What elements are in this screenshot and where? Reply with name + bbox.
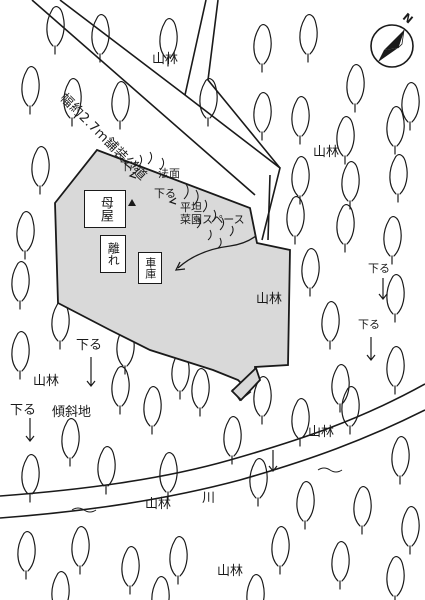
tree-icon	[71, 526, 90, 575]
driveway	[230, 366, 262, 402]
forest-label: 山林	[308, 425, 335, 440]
tree-icon	[336, 116, 355, 165]
road-edge-right	[59, 0, 281, 241]
tree-icon	[401, 82, 420, 131]
forest-label: 山林	[313, 145, 340, 160]
tree-icon	[21, 66, 40, 115]
tree-icon	[331, 541, 350, 590]
tree-icon	[51, 571, 70, 600]
down-label: 下る	[368, 262, 390, 275]
down-label: 下る	[76, 338, 103, 353]
tree-icon	[11, 331, 30, 380]
tree-icon	[336, 204, 355, 253]
tree-icon	[61, 418, 80, 467]
tree-icon	[299, 14, 318, 63]
road-edge-left	[31, 0, 256, 196]
forest-label: 山林	[217, 564, 244, 579]
sloped-land-label: 傾斜地	[52, 405, 92, 420]
tree-icon	[17, 531, 36, 580]
tree-icon	[341, 386, 360, 435]
tree-icon	[386, 346, 405, 395]
forest-label: 山林	[256, 292, 283, 307]
tree-icon	[253, 376, 272, 425]
tree-icon	[271, 526, 290, 575]
tree-icon	[291, 398, 310, 447]
tree-icon	[346, 64, 365, 113]
tree-icon	[321, 301, 340, 350]
entrance-arrow	[128, 199, 136, 206]
tree-icon	[191, 368, 210, 417]
garage: 車庫	[138, 252, 162, 284]
main-house: 母屋	[84, 190, 126, 228]
down-label: 下る	[10, 403, 37, 418]
tree-icon	[386, 274, 405, 323]
tree-icon	[169, 536, 188, 585]
tree-icon	[291, 96, 310, 145]
tree-icon	[199, 78, 218, 127]
tree-icon	[51, 301, 70, 350]
garden-boundary-curve	[177, 235, 257, 269]
tree-icon	[401, 506, 420, 555]
river-ripples	[71, 467, 343, 513]
tree-icon	[389, 154, 408, 203]
tree-icon	[16, 211, 35, 260]
tree-icon	[253, 92, 272, 141]
down-arrows	[25, 171, 388, 472]
forest-label: 山林	[145, 497, 172, 512]
tree-icon	[159, 18, 178, 67]
tree-icon	[46, 6, 65, 55]
river-edge-north	[0, 383, 425, 497]
tree-icon	[63, 78, 82, 127]
north-compass-icon	[370, 24, 414, 68]
garden-arrow	[174, 261, 186, 271]
tree-icon	[286, 196, 305, 245]
tree-icon	[151, 576, 170, 600]
tree-icon	[253, 24, 272, 73]
down-label: 下る	[358, 318, 380, 331]
tree-icon	[249, 458, 268, 507]
tree-icon	[246, 574, 265, 600]
flat-garden-label: 平坦 菜園スペース	[180, 201, 245, 226]
tree-icon	[296, 481, 315, 530]
tree-icon	[111, 81, 130, 130]
tree-icon	[291, 156, 310, 205]
forest-label: 山林	[152, 52, 179, 67]
tree-icon	[386, 556, 405, 600]
river-label: 川	[202, 491, 216, 506]
down-label: 下る	[120, 160, 142, 173]
tree-icon	[383, 216, 402, 265]
tree-icon	[386, 106, 405, 155]
tree-icon	[111, 366, 130, 415]
annex: 離れ	[100, 235, 126, 273]
tree-icon	[91, 14, 110, 63]
tree-icon	[331, 364, 350, 413]
tree-icon	[97, 446, 116, 495]
slope-hatching	[137, 151, 234, 249]
tree-icon	[31, 146, 50, 195]
river-edge-south	[0, 409, 425, 519]
road-east-branch	[184, 0, 281, 241]
tree-icon	[143, 386, 162, 435]
tree-icon	[11, 261, 30, 310]
tree-icon	[391, 436, 410, 485]
tree-icon	[21, 454, 40, 503]
forest-trees	[11, 6, 420, 600]
tree-icon	[341, 161, 360, 210]
slope-label: 法面	[158, 167, 180, 180]
tree-icon	[353, 486, 372, 535]
down-label: 下る	[154, 187, 176, 200]
tree-icon	[301, 248, 320, 297]
tree-icon	[121, 546, 140, 595]
forest-label: 山林	[33, 374, 60, 389]
